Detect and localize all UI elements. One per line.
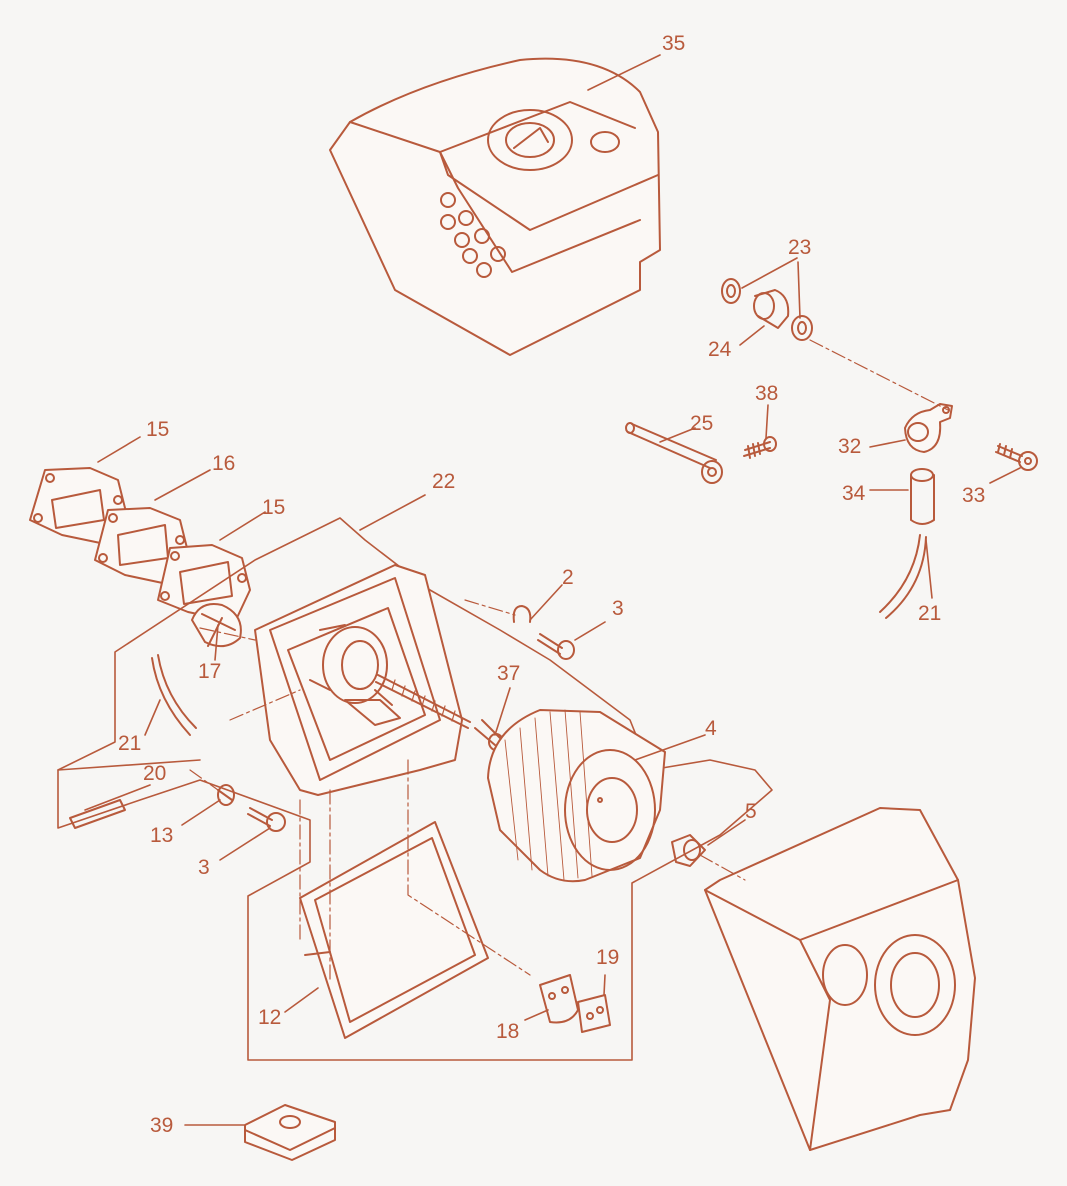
label-32: 32 xyxy=(838,435,861,458)
part-33-bolt xyxy=(995,443,1038,471)
label-19: 19 xyxy=(596,946,619,969)
part-32-clip xyxy=(904,403,953,453)
part-38-screw xyxy=(743,436,777,459)
label-12: 12 xyxy=(258,1006,281,1029)
label-4: 4 xyxy=(705,717,717,740)
part-12-seal-frame xyxy=(299,821,489,1039)
part-39-grommet xyxy=(244,1104,336,1161)
part-4-air-filter xyxy=(487,709,666,883)
label-15-lower: 15 xyxy=(262,496,285,519)
label-35: 35 xyxy=(662,32,685,55)
part-24-spacer xyxy=(753,289,790,329)
label-39: 39 xyxy=(150,1114,173,1137)
part-2-ring xyxy=(512,605,532,623)
label-38: 38 xyxy=(755,382,778,405)
label-25: 25 xyxy=(690,412,713,435)
assembly-outline xyxy=(57,517,773,1061)
part-23-washer xyxy=(721,278,813,341)
part-18-plate xyxy=(539,974,579,1024)
label-20: 20 xyxy=(143,762,166,785)
leader-lines xyxy=(84,54,1021,1126)
part-25-pin xyxy=(625,422,723,484)
part-15-gasket-upper xyxy=(29,467,127,546)
label-33: 33 xyxy=(962,484,985,507)
part-21-hose-left xyxy=(151,654,197,736)
part-3-screw-upper xyxy=(537,633,575,660)
label-21-right: 21 xyxy=(918,602,941,625)
label-18: 18 xyxy=(496,1020,519,1043)
label-2: 2 xyxy=(562,566,574,589)
label-3-upper: 3 xyxy=(612,597,624,620)
part-35-top-cover xyxy=(329,57,661,356)
label-37: 37 xyxy=(497,662,520,685)
label-24: 24 xyxy=(708,338,732,361)
part-5-nut xyxy=(671,834,706,867)
label-21-left: 21 xyxy=(118,732,141,755)
part-20-bar xyxy=(69,799,126,829)
part-3-screw-lower xyxy=(247,807,286,832)
part-13-washer xyxy=(217,784,235,806)
part-21-hose-right xyxy=(879,534,927,619)
part-17-valve xyxy=(191,603,242,648)
label-3-lower: 3 xyxy=(198,856,210,879)
part-34-sleeve xyxy=(910,468,935,525)
label-23: 23 xyxy=(788,236,811,259)
alignment-lines xyxy=(189,339,949,981)
part-22-base-housing xyxy=(254,564,463,796)
label-17: 17 xyxy=(198,660,221,683)
label-15-upper: 15 xyxy=(146,418,169,441)
part-19-plate xyxy=(577,994,611,1033)
label-5: 5 xyxy=(745,800,757,823)
part-labels: 35 23 24 38 25 32 33 34 15 16 15 22 2 3 … xyxy=(118,32,985,1137)
label-13: 13 xyxy=(150,824,173,847)
label-16: 16 xyxy=(212,452,235,475)
label-34: 34 xyxy=(842,482,866,505)
filter-housing-cover xyxy=(704,807,976,1151)
label-22: 22 xyxy=(432,470,455,493)
